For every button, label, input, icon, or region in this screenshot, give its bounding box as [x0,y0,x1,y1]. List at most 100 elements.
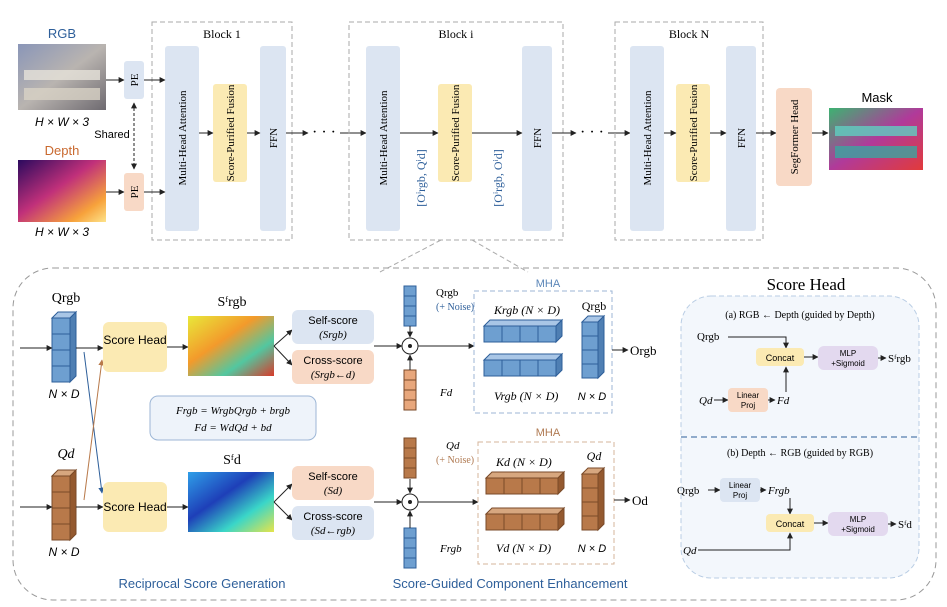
block-n-mha [630,46,664,231]
mlp-a [818,346,878,370]
svg-text:Linear: Linear [729,481,752,490]
mlp-b [828,512,888,536]
svg-text:Sᶠrgb: Sᶠrgb [888,353,911,365]
svg-text:Concat: Concat [766,353,795,363]
block-1-title: Block 1 [203,27,241,41]
svg-text:Fd: Fd [776,395,790,407]
block-i-mha [366,46,400,231]
pe-depth-block [124,173,144,211]
rgb-dim-label: H × W × 3 [35,115,89,129]
mha-rgb-title: MHA [536,278,561,290]
rgb-label: RGB [48,26,76,41]
block-n-ffn [726,46,756,231]
svg-text:(Srgb): (Srgb) [319,329,347,341]
q-rgb-small-stack [403,285,417,327]
panel-a-title: (a) RGB ← Depth (guided by Depth) [725,310,874,321]
pe-rgb-label: PE [129,73,141,86]
svg-text:FFN: FFN [532,128,544,148]
score-head-title: Score Head [767,275,846,294]
v-rgb-tensor [482,352,564,378]
svg-text:+Sigmoid: +Sigmoid [841,525,875,534]
s-rgb-label: Sᶠrgb [217,295,246,310]
cross-arrow-rgb-to-d [83,351,105,494]
o-in-label: [Oⁱrgb, Qⁱd] [414,149,428,206]
q-rgb-label: Qrgb [52,291,81,306]
svg-text:Score-Purified Fusion: Score-Purified Fusion [688,84,700,181]
pe-depth-label: PE [129,185,141,198]
block-i-frame [348,21,564,241]
block-1-spf [213,84,247,182]
depth-label: Depth [45,143,80,158]
q-rgb-cube-stack [50,310,78,384]
v-d-tensor [484,506,566,532]
mask-label: Mask [861,90,893,105]
linear-proj-a [728,388,768,412]
cross-arrow-d-to-rgb [83,359,105,501]
svg-text:FFN: FFN [268,128,280,148]
block-i-spf [438,84,472,182]
shared-label: Shared [94,129,129,141]
svg-text:Score-Purified Fusion: Score-Purified Fusion [450,84,462,181]
q-rgb-mha-stack [580,314,606,380]
block-n-frame [614,21,764,241]
svg-text:FFN: FFN [736,128,748,148]
q-d-column: Qd N × D [48,447,79,559]
depth-dim-label: H × W × 3 [35,225,89,239]
mha-rgb-frame [473,290,613,414]
pe-rgb-block [124,61,144,99]
q-d-cube-stack [50,468,78,542]
svg-text:MLP: MLP [840,349,856,358]
s-d-label: Sᶠd [223,453,241,468]
block-1: Block 1 Multi-Head Attention Score-Purif… [144,21,293,241]
svg-text:(+ Noise): (+ Noise) [436,302,474,313]
block-n-spf [676,84,710,182]
svg-text:Frgb: Frgb [767,485,790,497]
svg-text:Qd: Qd [446,440,460,452]
panel-b-title: (b) Depth ← RGB (guided by RGB) [727,448,873,459]
svg-text:Cross-score: Cross-score [303,355,362,367]
svg-text:Krgb (N × D): Krgb (N × D) [493,303,560,317]
svg-text:Qrgb: Qrgb [697,331,720,343]
segformer-head-label: SegFormer Head [789,99,801,174]
self-score-d-box [292,466,374,500]
svg-text:Proj: Proj [733,491,747,500]
block-n: Block N Multi-Head Attention Score-Purif… [614,21,764,241]
svg-text:(Srgb←d): (Srgb←d) [311,369,356,381]
svg-text:(+ Noise): (+ Noise) [436,455,474,466]
q-d-small-stack [403,437,417,479]
svg-text:+Sigmoid: +Sigmoid [831,359,865,368]
svg-text:Score-Purified Fusion: Score-Purified Fusion [225,84,237,181]
mha-d-frame [477,441,615,565]
svg-text:(Sd←rgb): (Sd←rgb) [311,525,356,537]
block-i: Block i Multi-Head Attention Score-Purif… [348,21,564,241]
q-d-label: Qd [57,447,75,462]
q-d-dim: N × D [48,545,79,559]
svg-text:Multi-Head Attention: Multi-Head Attention [378,90,390,186]
depth-image [18,160,106,222]
f-d-small-stack [403,369,417,411]
block-1-mha [165,46,199,231]
score-head-d [103,482,167,532]
svg-text:Kd (N × D): Kd (N × D) [495,455,552,469]
svg-text:Proj: Proj [741,401,755,410]
svg-text:Self-score: Self-score [308,315,358,327]
score-head-rgb [103,322,167,372]
svg-text:Multi-Head Attention: Multi-Head Attention [642,90,654,186]
q-rgb-dim: N × D [48,387,79,401]
block-1-frame [151,21,293,241]
segformer-head-block [776,88,812,186]
k-d-tensor [484,470,566,496]
mask-image [829,108,923,170]
svg-text:Frgb: Frgb [439,543,462,555]
o-d-label: Od [632,493,648,508]
linear-proj-b [720,478,760,502]
s-rgb-map [188,316,274,376]
detail-frame [12,267,937,601]
svg-text:MLP: MLP [850,515,866,524]
svg-text:N × D: N × D [578,543,606,555]
block-i-title: Block i [439,27,475,41]
k-rgb-tensor [482,318,564,344]
q-d-mha-stack [580,466,606,532]
ellipsis-1: · · · [312,124,336,141]
